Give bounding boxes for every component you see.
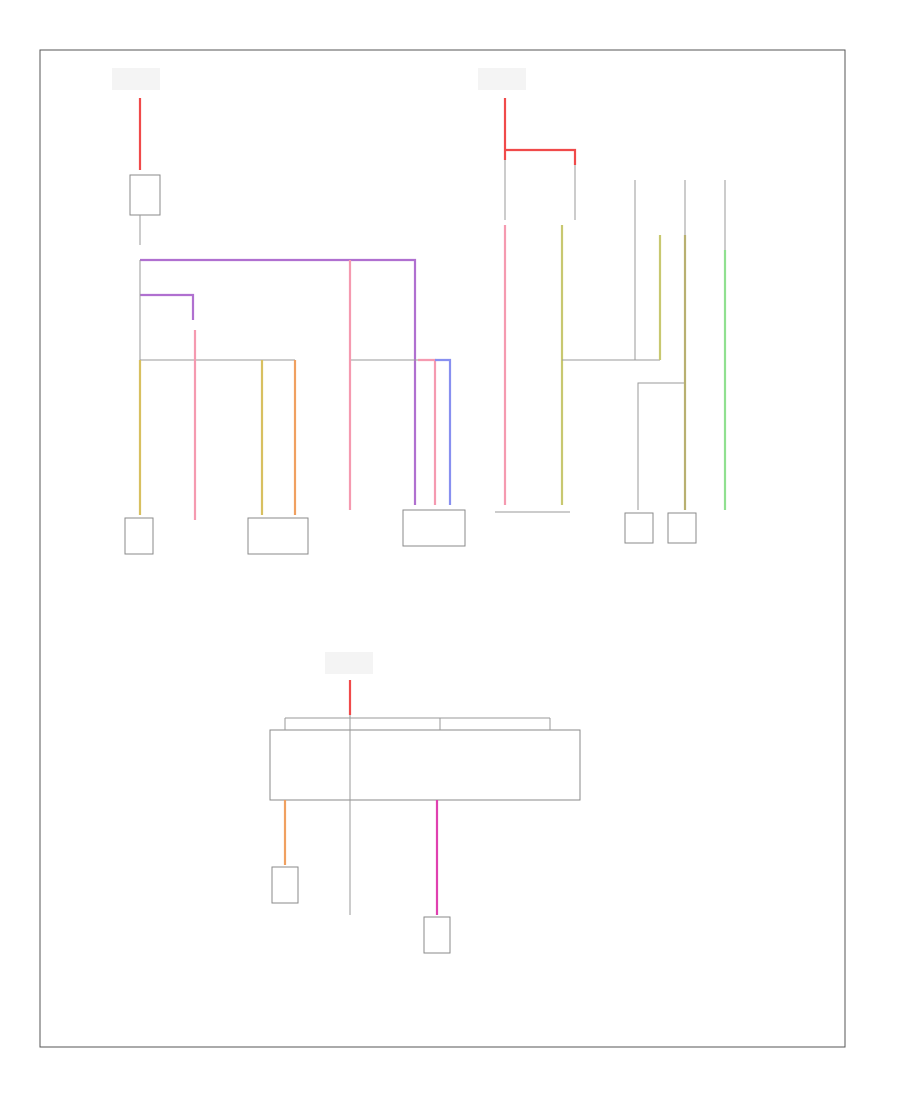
diagram-frame [39,49,846,1048]
fuse-panel [269,729,581,801]
component-left-1 [124,517,154,555]
circuit-bottom [269,652,581,954]
wire-pink-right [418,358,437,505]
wire-blue-right [435,358,452,505]
component-right-1 [624,512,654,544]
circuit-right [478,68,727,544]
circuit-left [112,68,466,555]
source-label-left [112,68,160,90]
wire-violet-branch [140,293,195,320]
wire-black-lower [637,382,685,510]
relay-left [129,174,161,216]
component-left-5 [402,509,466,547]
component-left-3 [247,517,309,555]
component-right-2 [667,512,697,544]
wire-red-branch [505,148,577,165]
component-bottom-3 [423,916,451,954]
source-label-bottom [325,652,373,674]
source-label-right [478,68,526,90]
component-bottom-1 [271,866,299,904]
wire-violet-bus [140,258,417,505]
